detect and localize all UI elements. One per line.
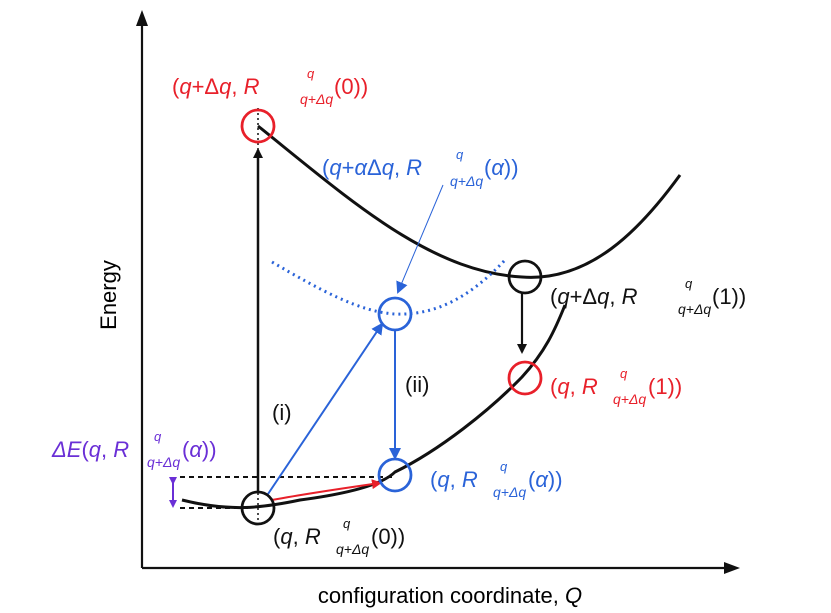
step-i-arrow [267, 322, 384, 495]
black-circle-right [507, 259, 543, 295]
red-circle-right [507, 360, 543, 396]
svg-text:q: q [456, 147, 464, 162]
blue-circle-low [377, 457, 413, 493]
x-axis-label: configuration coordinate, Q [318, 583, 582, 608]
svg-text:q+Δq: q+Δq [336, 541, 369, 557]
upper-energy-curve [257, 124, 682, 279]
y-axis-arrowhead [136, 10, 148, 26]
red-circle-top [240, 108, 276, 144]
svg-text:(1)): (1)) [712, 284, 746, 309]
svg-text:(0)): (0)) [334, 74, 368, 99]
svg-text:q: q [500, 459, 508, 474]
svg-text:q+Δq: q+Δq [300, 91, 333, 107]
label-pointer-line [396, 184, 444, 294]
svg-text:q+Δq: q+Δq [450, 173, 483, 189]
svg-text:q: q [685, 276, 693, 291]
y-axis-label: Energy [96, 260, 121, 330]
blue-circle-mid [377, 296, 413, 332]
label-blue-mid: (q+αΔq, R q q+Δq (α)) [322, 147, 519, 189]
label-red-top: (q+Δq, R q q+Δq (0)) [172, 66, 368, 107]
label-black-right: (q+Δq, R q q+Δq (1)) [550, 276, 746, 317]
label-delta-e: ΔE(q, R q q+Δq (α)) [51, 429, 217, 470]
x-axis-arrowhead [724, 562, 740, 574]
label-blue-low: (q, R q q+Δq (α)) [430, 459, 563, 500]
svg-text:(α)): (α)) [484, 155, 519, 180]
label-black-bottom: (q, R q q+Δq (0)) [273, 516, 405, 557]
svg-text:q+Δq: q+Δq [147, 454, 180, 470]
svg-text:(α)): (α)) [182, 437, 217, 462]
svg-text:q: q [343, 516, 351, 531]
svg-text:(q+Δq, R: (q+Δq, R [550, 284, 638, 309]
svg-text:ΔE(q, R: ΔE(q, R [51, 437, 129, 462]
svg-text:q: q [307, 66, 315, 81]
svg-text:(q+Δq, R: (q+Δq, R [172, 74, 260, 99]
label-step-ii: (ii) [405, 372, 429, 397]
svg-text:q+Δq: q+Δq [678, 301, 711, 317]
svg-text:q+Δq: q+Δq [493, 484, 526, 500]
svg-text:(q, R: (q, R [550, 374, 598, 399]
svg-text:(q, R: (q, R [430, 467, 478, 492]
relaxation-red-arrow [271, 479, 382, 501]
svg-text:(1)): (1)) [648, 374, 682, 399]
svg-text:q: q [154, 429, 162, 444]
black-circle-bottom [240, 490, 276, 526]
svg-text:(α)): (α)) [528, 467, 563, 492]
label-red-right: (q, R q q+Δq (1)) [550, 366, 682, 407]
svg-text:q+Δq: q+Δq [613, 391, 646, 407]
svg-text:q: q [620, 366, 628, 381]
svg-text:(q, R: (q, R [273, 524, 321, 549]
svg-text:(0)): (0)) [371, 524, 405, 549]
svg-text:(q+αΔq, R: (q+αΔq, R [322, 155, 422, 180]
label-step-i: (i) [272, 400, 292, 425]
lower-energy-curve [181, 304, 567, 510]
